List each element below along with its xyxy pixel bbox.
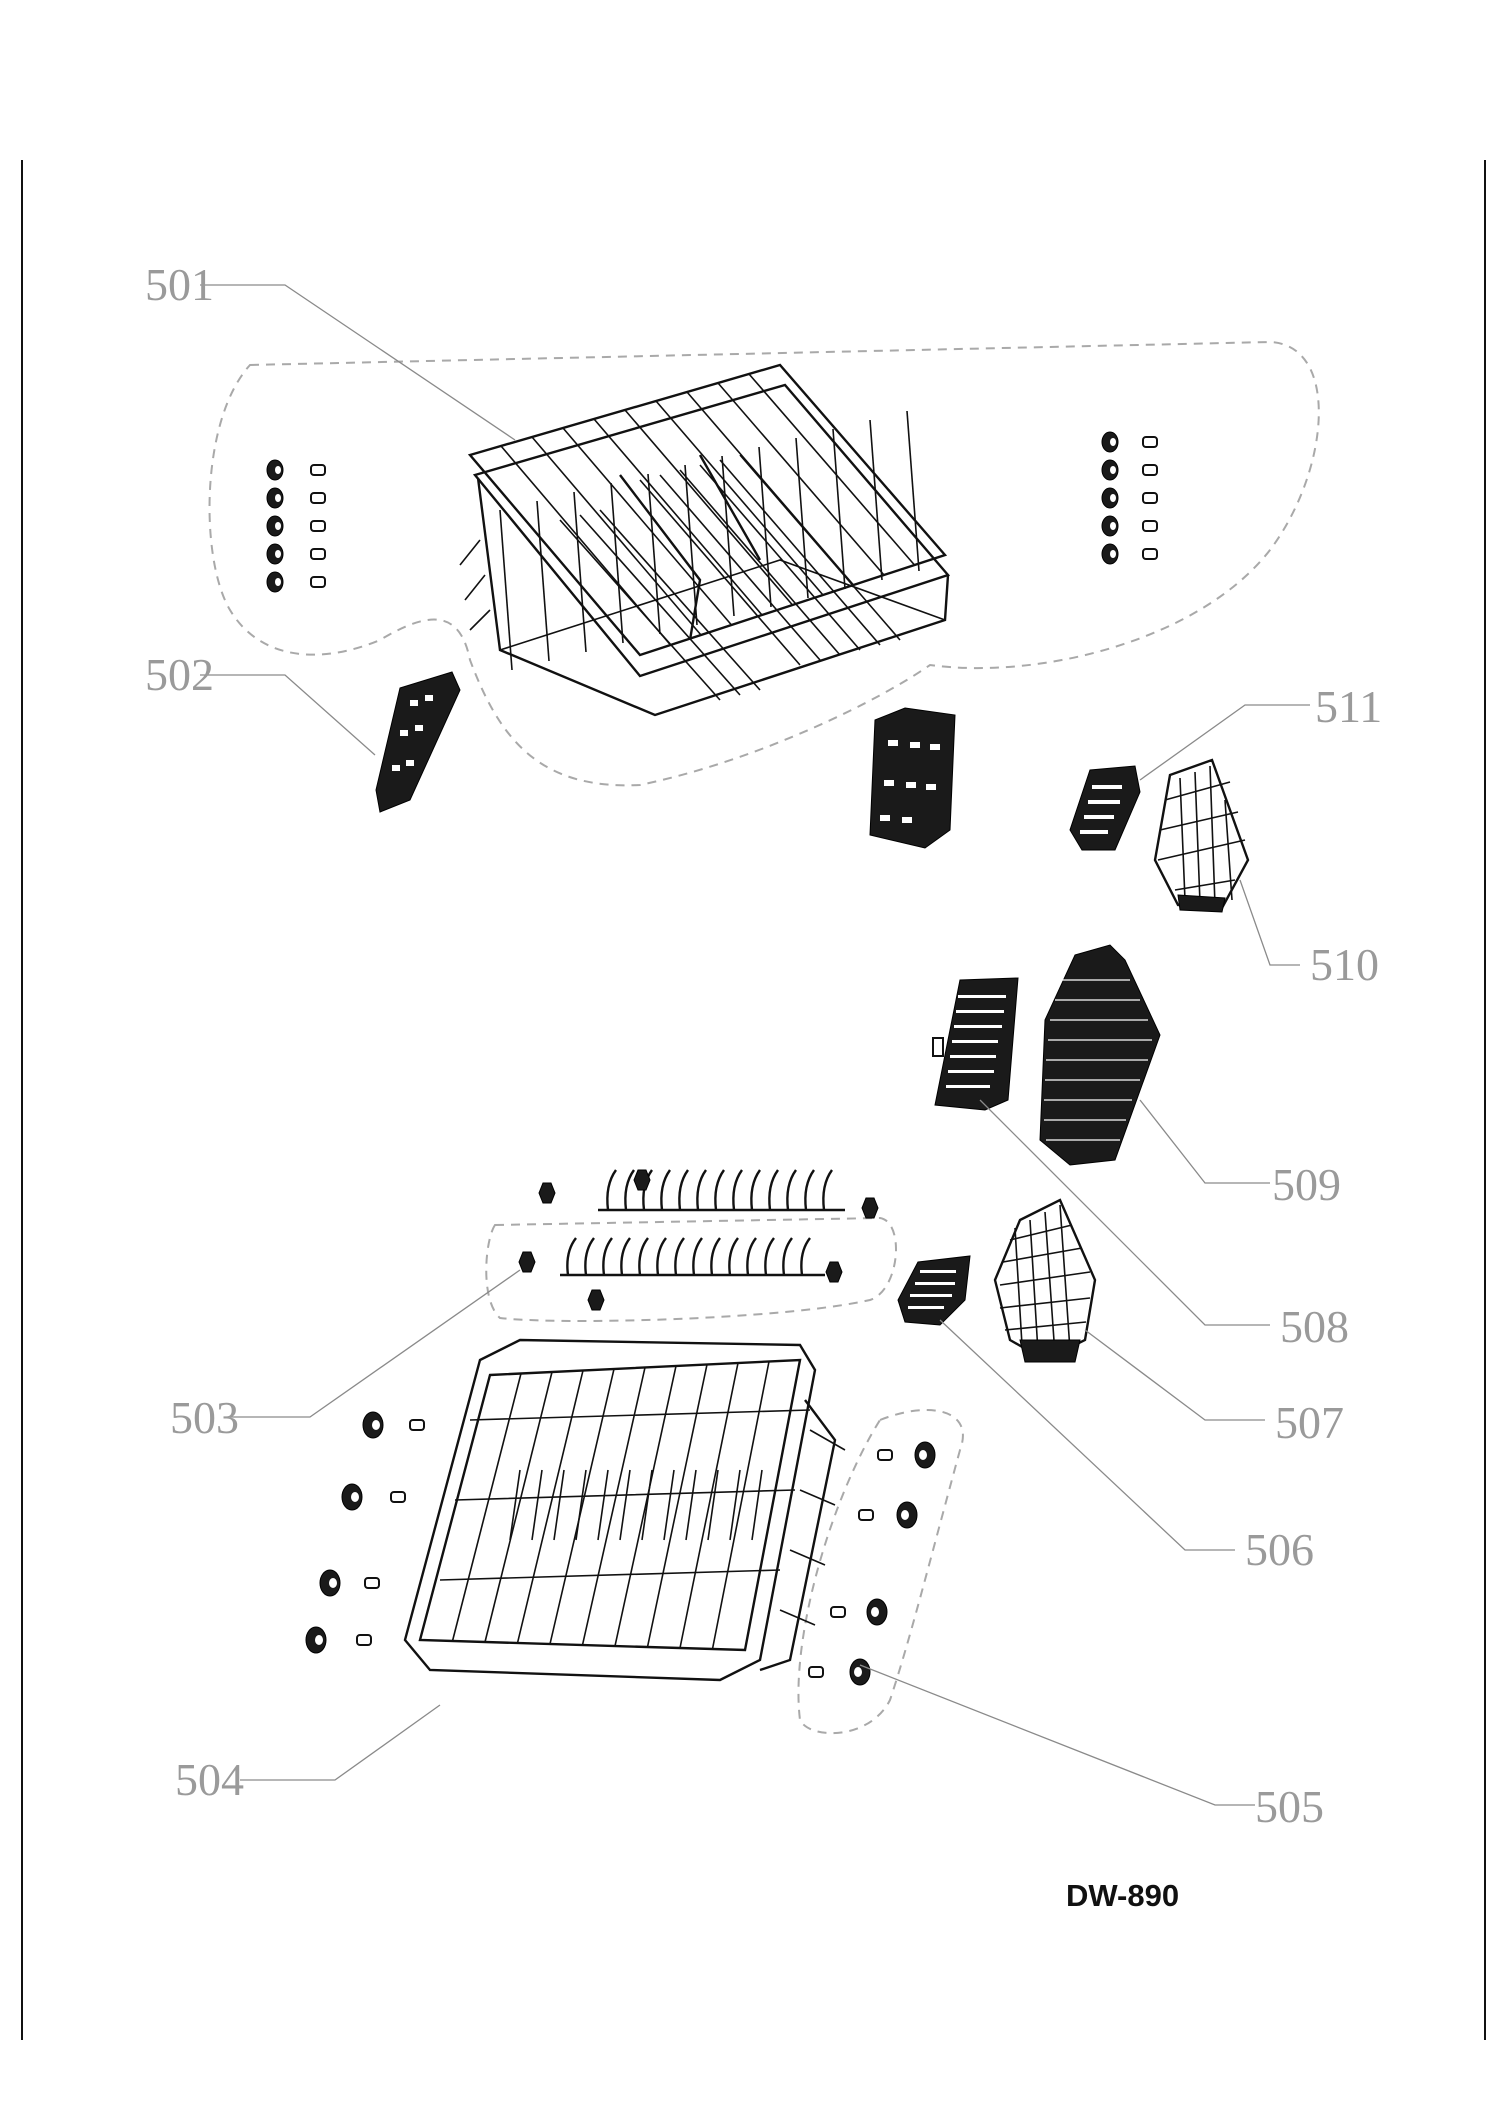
callout-505: 505 — [1255, 1781, 1324, 1832]
callout-labels: 501 502 503 504 505 506 507 508 509 510 … — [145, 259, 1382, 1832]
medium-basket — [993, 1198, 1097, 1363]
small-basket-lid — [1069, 765, 1141, 851]
tine-row-lower — [560, 1237, 825, 1277]
leader-lines — [200, 284, 1310, 1806]
upper-tines-group-outline — [485, 1216, 897, 1322]
lower-rack-wheels — [305, 1411, 936, 1686]
upper-rack-basket — [459, 363, 951, 717]
callout-501: 501 — [145, 259, 214, 310]
callout-502: 502 — [145, 649, 214, 700]
upper-rack-wheels — [266, 431, 1158, 593]
model-number: DW-890 — [1066, 1878, 1179, 1913]
cutlery-basket-large — [1039, 944, 1161, 1166]
callout-508: 508 — [1280, 1301, 1349, 1352]
medium-basket-lid — [897, 1255, 971, 1326]
cup-shelf-right — [869, 707, 956, 849]
tine-row-clips — [518, 1169, 879, 1311]
callout-504: 504 — [175, 1754, 244, 1805]
callout-506: 506 — [1245, 1524, 1314, 1575]
upper-rack-group-outline — [208, 340, 1320, 787]
cup-shelf-left — [375, 671, 461, 813]
callout-510: 510 — [1310, 939, 1379, 990]
callout-509: 509 — [1272, 1159, 1341, 1210]
callout-507: 507 — [1275, 1397, 1344, 1448]
lower-rack-basket — [403, 1338, 846, 1682]
callout-503: 503 — [170, 1392, 239, 1443]
callout-511: 511 — [1315, 681, 1382, 732]
tine-row-upper — [598, 1169, 845, 1212]
small-basket — [1153, 758, 1250, 913]
right-wheel-group-outline — [797, 1409, 964, 1735]
cutlery-basket-lid — [932, 977, 1019, 1111]
